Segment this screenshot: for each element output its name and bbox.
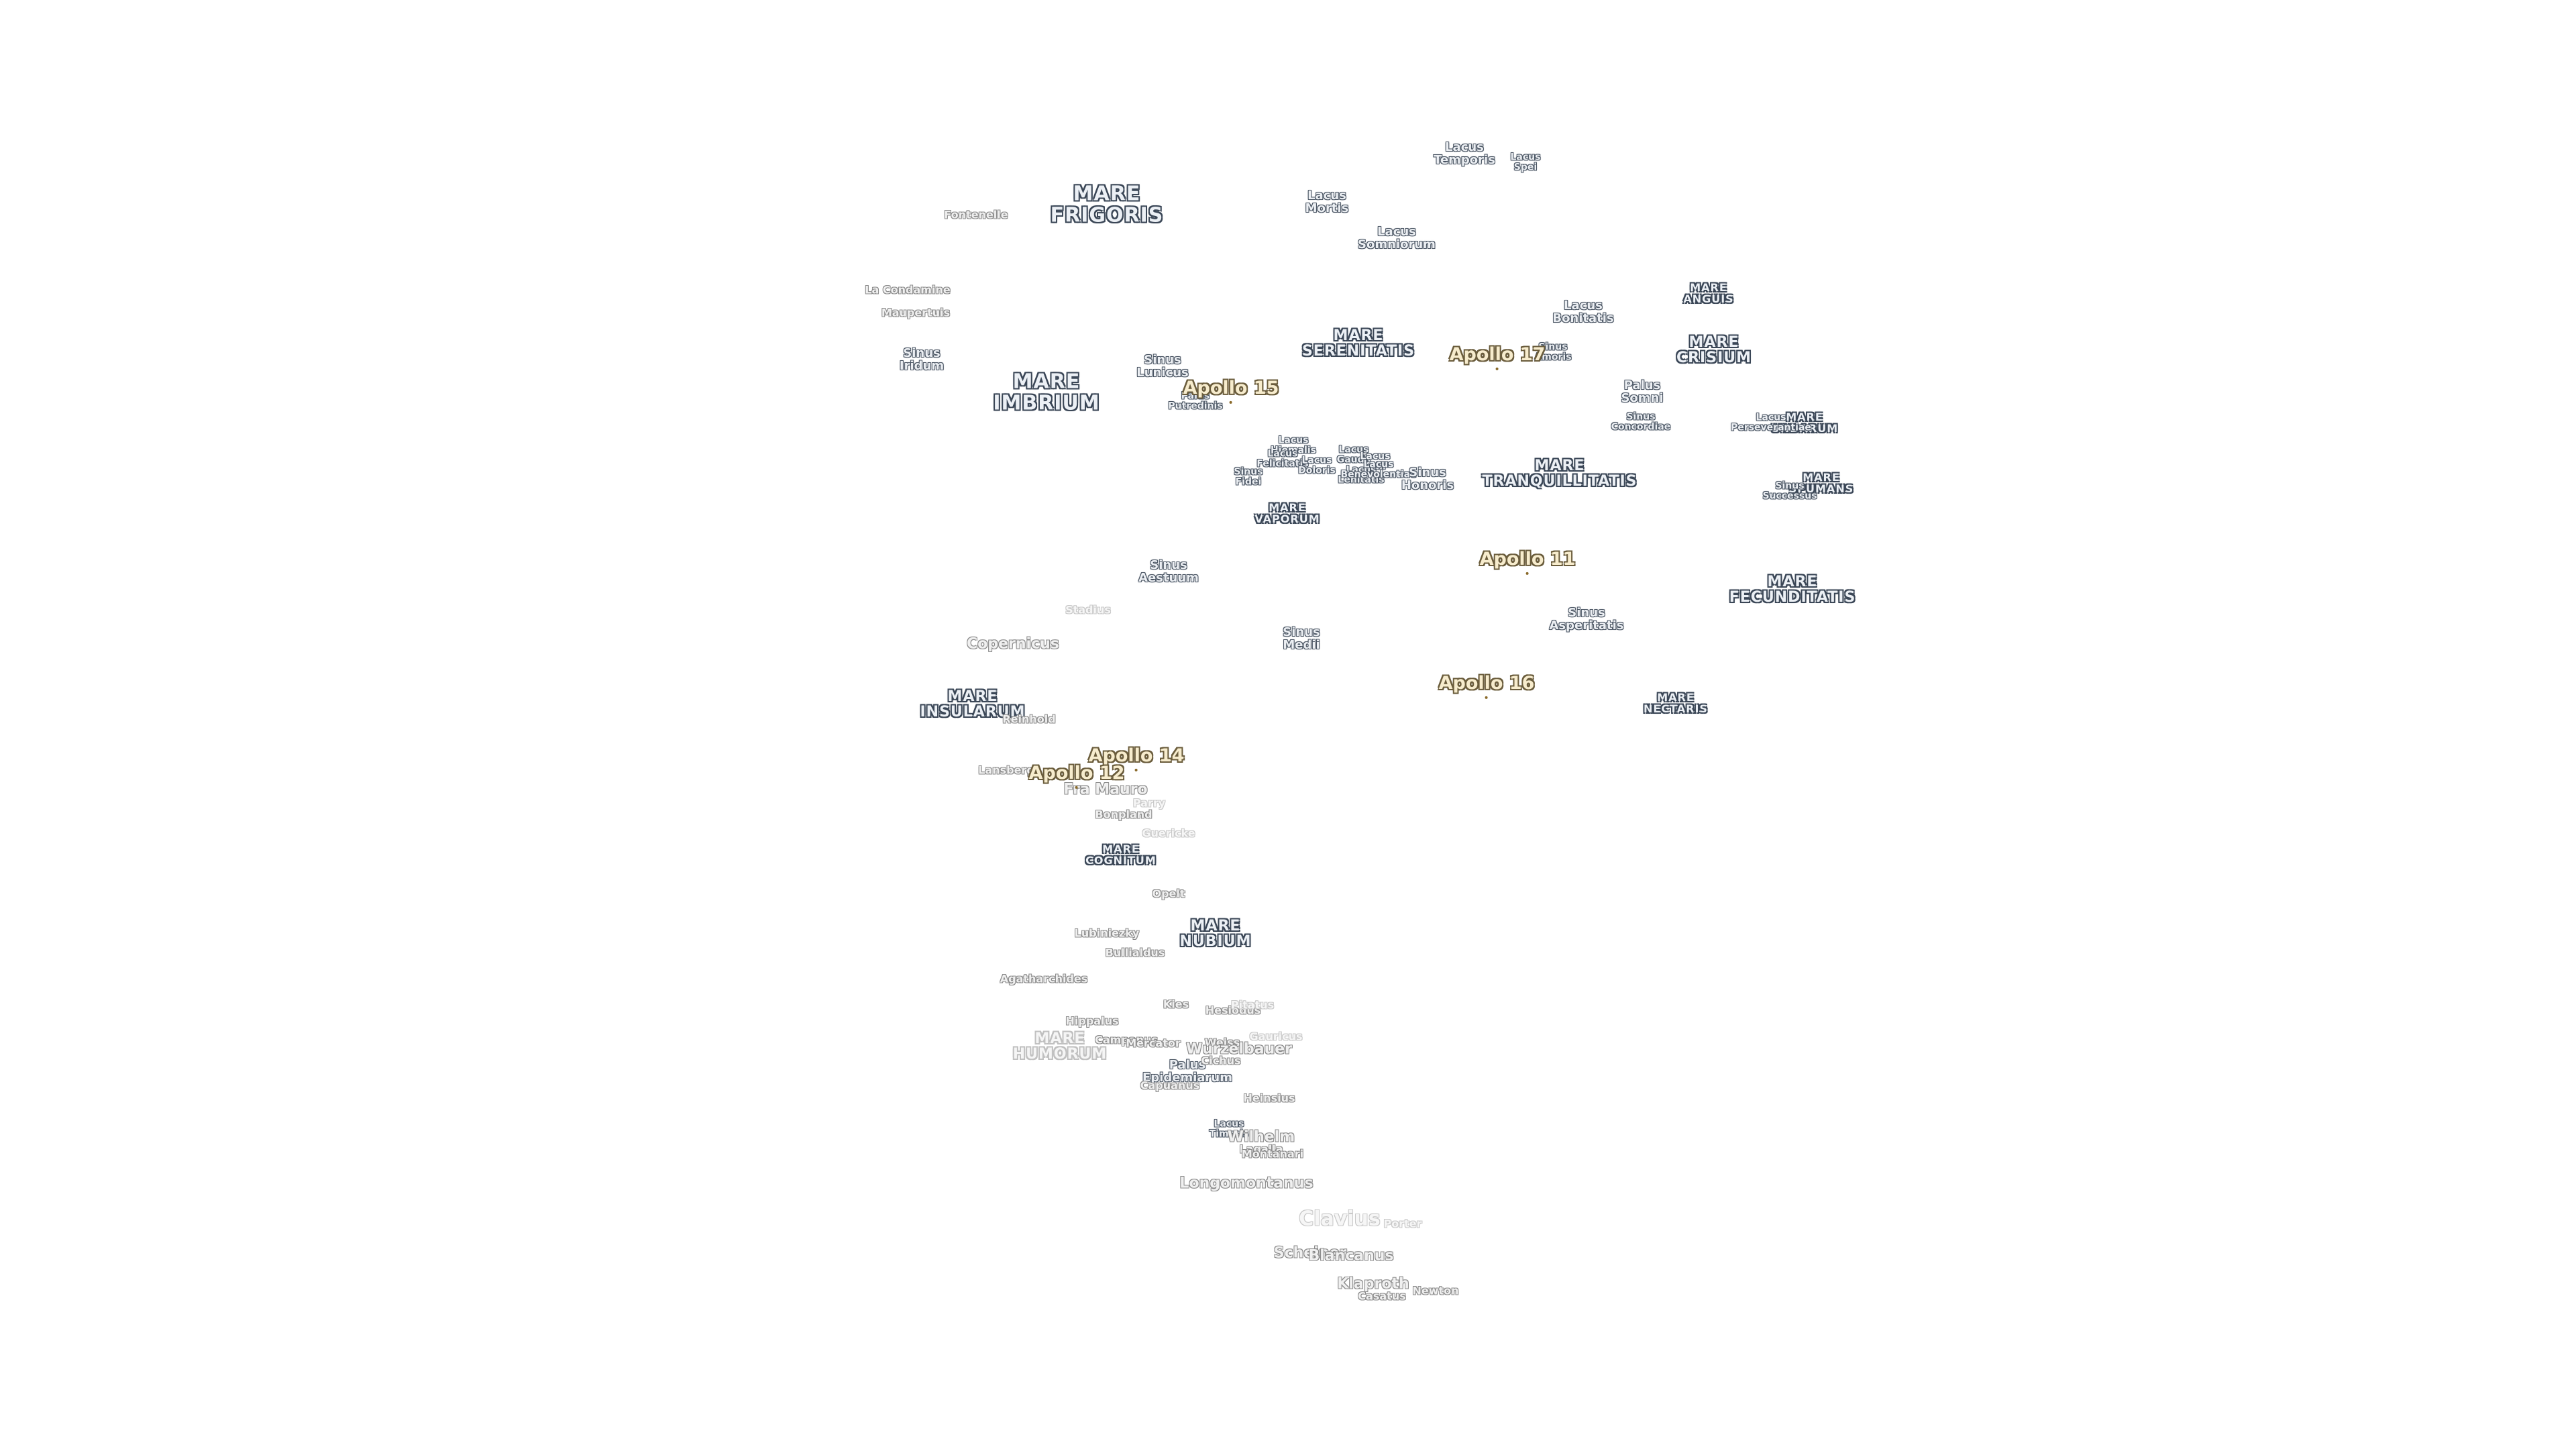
sinus-aestuum-label[interactable]: Sinus Aestuum: [1138, 558, 1199, 585]
crater-stadius-label[interactable]: Stadius: [1065, 603, 1111, 616]
mare-undarum-label[interactable]: MARE UNDARUM: [1770, 411, 1839, 435]
crater-parry-label[interactable]: Parry: [1132, 796, 1166, 810]
sinus-amoris-label[interactable]: Sinus Amoris: [1534, 341, 1572, 362]
sinus-fidei-label[interactable]: Sinus Fidei: [1234, 466, 1263, 487]
crater-kies-label[interactable]: Kies: [1163, 998, 1189, 1011]
lacus-felicitatis-label[interactable]: Lacus Felicitatis: [1256, 448, 1309, 469]
crater-bonpland-label[interactable]: Bonpland: [1095, 808, 1152, 821]
crater-pitatus-label[interactable]: Pitatus: [1230, 998, 1275, 1012]
palus-putredinis-label[interactable]: Palus Putredinis: [1168, 390, 1223, 411]
lacus-benevolentiae-label[interactable]: Lacus Benevolentiae: [1340, 459, 1417, 480]
apollo-14-site[interactable]: Apollo 14: [1088, 745, 1185, 772]
lacus-somniorum-label[interactable]: Lacus Somniorum: [1358, 225, 1436, 252]
crater-wurzelbauer-label[interactable]: Wurzelbauer: [1185, 1040, 1293, 1058]
crater-bullialdus-label[interactable]: Bullialdus: [1105, 946, 1165, 959]
crater-lagalla-label[interactable]: Lagalla: [1239, 1142, 1283, 1156]
crater-heinsius-label[interactable]: Heinsius: [1243, 1091, 1295, 1105]
crater-cichus-label[interactable]: Cichus: [1201, 1054, 1241, 1067]
lacus-temporis-label[interactable]: Lacus Temporis: [1434, 140, 1495, 167]
mare-frigoris-label[interactable]: MARE FRIGORIS: [1050, 182, 1164, 227]
crater-newton-label[interactable]: Newton: [1412, 1284, 1459, 1297]
lacus-odii-label[interactable]: Lacus Odii: [1360, 451, 1391, 472]
apollo-12-site[interactable]: Apollo 12: [1028, 762, 1125, 790]
mare-nubium-label[interactable]: MARE NUBIUM: [1179, 917, 1252, 950]
crater-gauricus-label[interactable]: Gauricus: [1249, 1030, 1303, 1043]
crater-mercator-label[interactable]: Mercator: [1126, 1036, 1181, 1050]
crater-scheiner-label[interactable]: Scheiner: [1273, 1244, 1347, 1262]
lacus-lenitatis-label[interactable]: Lacus Lenitatis: [1338, 464, 1385, 485]
lacus-spei-label[interactable]: Lacus Spei: [1510, 152, 1541, 172]
crater-blancanus-label[interactable]: Blancanus: [1308, 1247, 1394, 1265]
lacus-doloris-label[interactable]: Lacus Doloris: [1298, 455, 1336, 476]
crater-porter-label[interactable]: Porter: [1383, 1217, 1422, 1230]
crater-fra-mauro-label[interactable]: Fra Mauro: [1063, 781, 1148, 798]
apollo-16-site[interactable]: Apollo 16: [1438, 672, 1535, 700]
crater-lubiniezky-label[interactable]: Lubiniezky: [1074, 926, 1140, 940]
crater-capuanus-label[interactable]: Capuanus: [1140, 1079, 1200, 1092]
lacus-hiemalis-label[interactable]: Lacus Hiemalis: [1271, 435, 1316, 455]
crater-weiss-label[interactable]: Weiss: [1204, 1036, 1240, 1049]
crater-reinhold-label[interactable]: Reinhold: [1002, 712, 1056, 726]
crater-wilhelm-label[interactable]: Wilhelm: [1227, 1128, 1295, 1146]
crater-hesiodus-label[interactable]: Hesiodus: [1205, 1004, 1261, 1017]
lacus-bonitatis-label[interactable]: Lacus Bonitatis: [1552, 299, 1614, 325]
apollo-17-site[interactable]: Apollo 17: [1449, 343, 1546, 371]
crater-klaproth-label[interactable]: Klaproth: [1337, 1275, 1409, 1293]
sinus-honoris-label[interactable]: Sinus Honoris: [1401, 466, 1454, 492]
lacus-timoris-label[interactable]: Lacus Timoris: [1209, 1118, 1249, 1139]
crater-guericke-label[interactable]: Guericke: [1142, 826, 1195, 840]
mare-spumans-label[interactable]: MARE SPUMANS: [1788, 471, 1854, 495]
crater-casatus-label[interactable]: Casatus: [1358, 1289, 1406, 1303]
mare-vaporum-label[interactable]: MARE VAPORUM: [1254, 501, 1320, 525]
crater-agatharchides-label[interactable]: Agatharchides: [1000, 972, 1088, 985]
crater-opelt-label[interactable]: Opelt: [1152, 887, 1185, 900]
sinus-successus-label[interactable]: Sinus Successus: [1762, 480, 1817, 501]
crater-fontenelle-label[interactable]: Fontenelle: [944, 208, 1008, 221]
apollo-11-site[interactable]: Apollo 11: [1479, 548, 1576, 576]
crater-clavius-label[interactable]: Clavius: [1299, 1207, 1381, 1231]
mare-anguis-label[interactable]: MARE ANGUIS: [1683, 281, 1734, 305]
crater-copernicus-label[interactable]: Copernicus: [967, 635, 1059, 653]
crater-montanari-label[interactable]: Montanari: [1241, 1147, 1304, 1161]
mare-insularum-label[interactable]: MARE INSULARUM: [920, 688, 1026, 720]
sinus-asperitatis-label[interactable]: Sinus Asperitatis: [1549, 606, 1624, 633]
crater-lansberg-label[interactable]: Lansberg: [978, 763, 1034, 777]
mare-nectaris-label[interactable]: MARE NECTARIS: [1644, 691, 1708, 715]
sinus-medii-label[interactable]: Sinus Medii: [1283, 625, 1320, 652]
sinus-lunicus-label[interactable]: Sinus Lunicus: [1136, 353, 1189, 380]
crater-maupertuis-label[interactable]: Maupertuis: [881, 306, 951, 319]
mare-imbrium-label[interactable]: MARE IMBRIUM: [993, 370, 1100, 415]
mare-humorum-label[interactable]: MARE HUMORUM: [1012, 1030, 1108, 1063]
sinus-concordiae-label[interactable]: Sinus Concordiae: [1611, 411, 1671, 432]
lacus-gaudii-label[interactable]: Lacus Gaudii: [1336, 444, 1371, 465]
crater-la-condamine-label[interactable]: La Condamine: [865, 283, 951, 297]
apollo-15-site[interactable]: Apollo 15: [1183, 377, 1279, 405]
crater-campanus-label[interactable]: Campanus: [1095, 1033, 1158, 1046]
sinus-iridum-label[interactable]: Sinus Iridum: [899, 346, 945, 373]
crater-hippalus-label[interactable]: Hippalus: [1065, 1014, 1119, 1028]
mare-crisium-label[interactable]: MARE CRISIUM: [1676, 333, 1752, 366]
mare-cognitum-label[interactable]: MARE COGNITUM: [1085, 843, 1157, 867]
lacus-perseverantiae-label[interactable]: Lacus Perseverantiae: [1731, 412, 1811, 433]
palus-epidemiarum-label[interactable]: Palus Epidemiarum: [1142, 1058, 1232, 1085]
mare-tranquillitatis-label[interactable]: MARE TRANQUILLITATIS: [1482, 457, 1638, 490]
mare-fecunditatis-label[interactable]: MARE FECUNDITATIS: [1729, 573, 1856, 606]
lacus-mortis-label[interactable]: Lacus Mortis: [1305, 189, 1349, 215]
palus-somni-label[interactable]: Palus Somni: [1621, 378, 1664, 405]
mare-serenitatis-label[interactable]: MARE SERENITATIS: [1301, 327, 1415, 360]
crater-longomontanus-label[interactable]: Longomontanus: [1179, 1175, 1313, 1192]
